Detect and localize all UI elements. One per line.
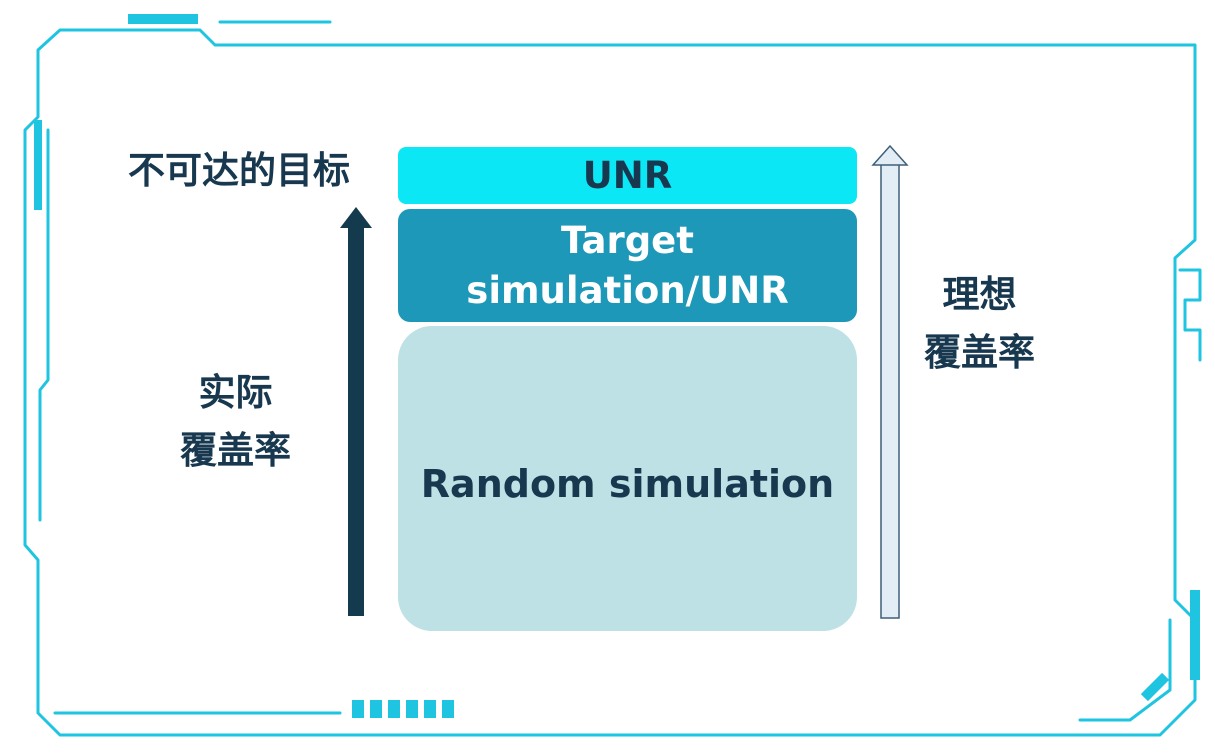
actual-coverage-label: 实际 覆盖率 (180, 364, 291, 480)
bottom-dashes (352, 700, 454, 718)
actual-label-line1: 实际 (198, 371, 273, 414)
unr-block-label: UNR (582, 154, 673, 197)
actual-label-line2: 覆盖率 (180, 429, 291, 472)
random-simulation-block: Random simulation (398, 326, 857, 631)
random-block-label: Random simulation (420, 461, 835, 506)
ideal-coverage-arrow (871, 144, 909, 619)
ideal-label-line2: 覆盖率 (924, 331, 1035, 374)
unreachable-target-label: 不可达的目标 (128, 149, 350, 192)
target-block-line2: simulation/UNR (466, 268, 789, 312)
ideal-label-line1: 理想 (942, 273, 1017, 316)
ideal-coverage-label: 理想 覆盖率 (924, 266, 1035, 382)
target-block-line1: Target (561, 218, 694, 262)
unr-block: UNR (398, 147, 857, 204)
target-simulation-block: Target simulation/UNR (398, 209, 857, 322)
actual-coverage-arrow (340, 207, 372, 616)
